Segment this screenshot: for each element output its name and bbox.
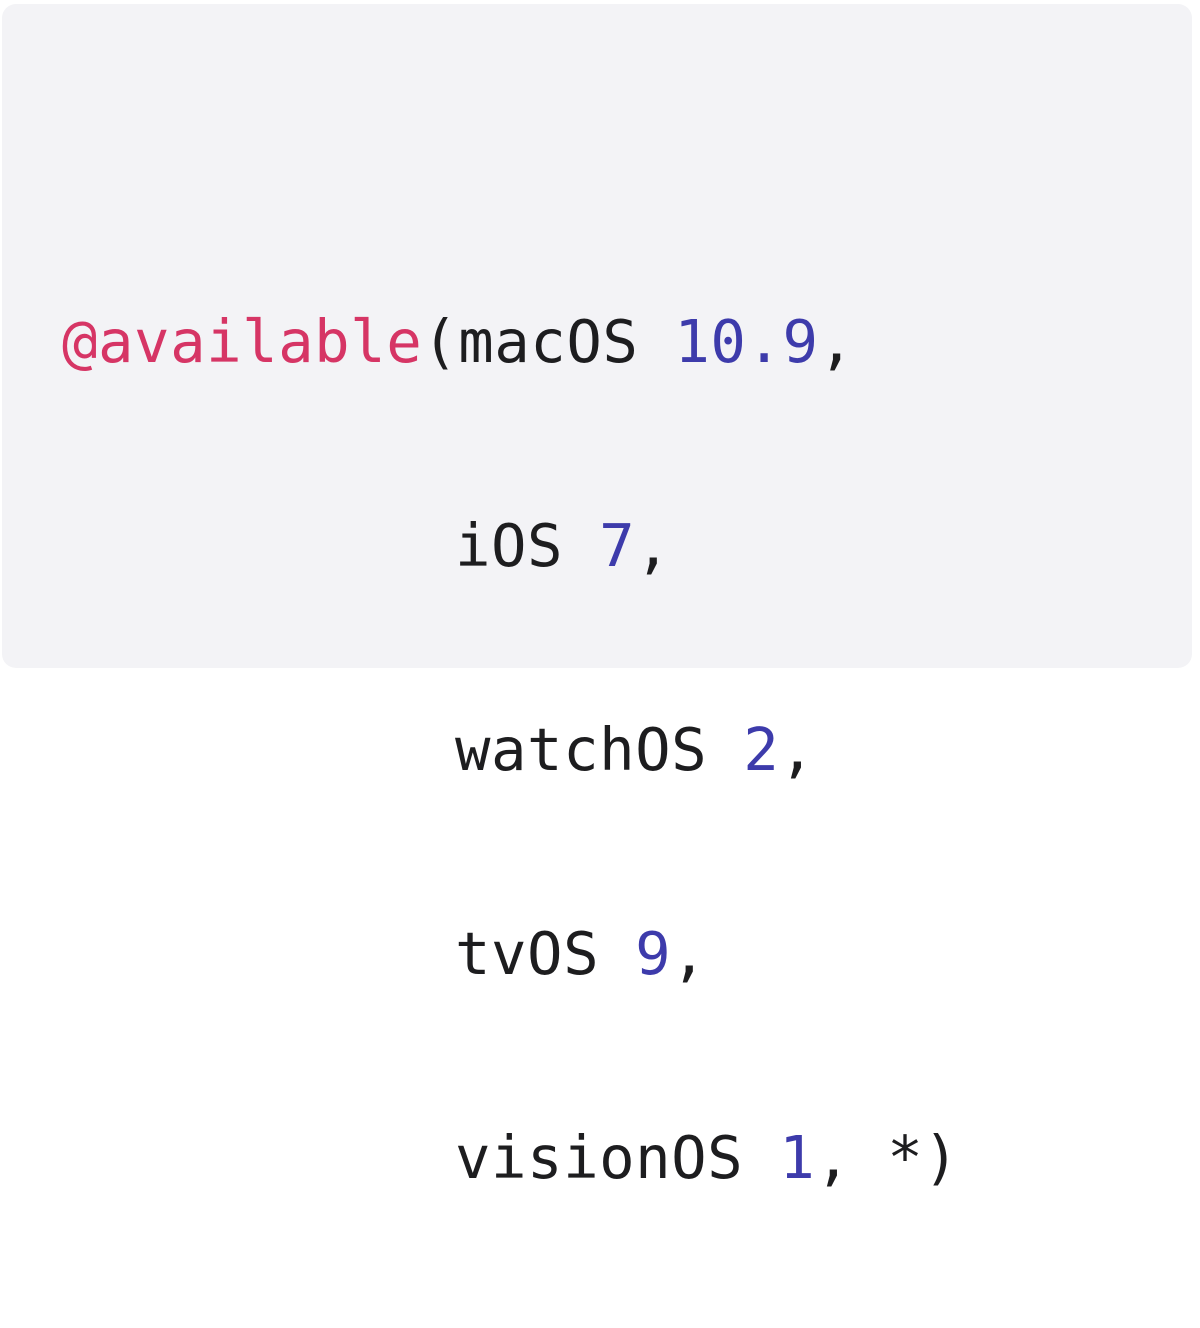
line-trailer: , — [779, 715, 816, 784]
code-line-ios: iOS 7, — [62, 512, 959, 580]
platform-version: 7 — [599, 511, 636, 580]
platform-name: visionOS — [455, 1123, 744, 1192]
open-paren: ( — [422, 307, 459, 376]
platform-name: watchOS — [455, 715, 708, 784]
platform-version: 10.9 — [674, 307, 819, 376]
code-line-watchos: watchOS 2, — [62, 716, 959, 784]
platform-version: 1 — [779, 1123, 816, 1192]
line-trailer: , — [818, 307, 855, 376]
platform-name: tvOS — [455, 919, 600, 988]
line-trailer: , *) — [815, 1123, 960, 1192]
code-snippet: @available(macOS 10.9, iOS 7, watchOS 2,… — [62, 172, 959, 1328]
code-line-tvos: tvOS 9, — [62, 920, 959, 988]
platform-version: 2 — [743, 715, 780, 784]
code-line-macos: @available(macOS 10.9, — [62, 308, 959, 376]
code-card: @available(macOS 10.9, iOS 7, watchOS 2,… — [2, 4, 1192, 1192]
code-line-visionos: visionOS 1, *) — [62, 1124, 959, 1192]
platform-version: 9 — [635, 919, 672, 988]
platform-name: macOS — [458, 307, 639, 376]
availability-attribute: @available — [62, 307, 423, 376]
line-trailer: , — [671, 919, 708, 988]
line-trailer: , — [635, 511, 672, 580]
platform-name: iOS — [455, 511, 564, 580]
